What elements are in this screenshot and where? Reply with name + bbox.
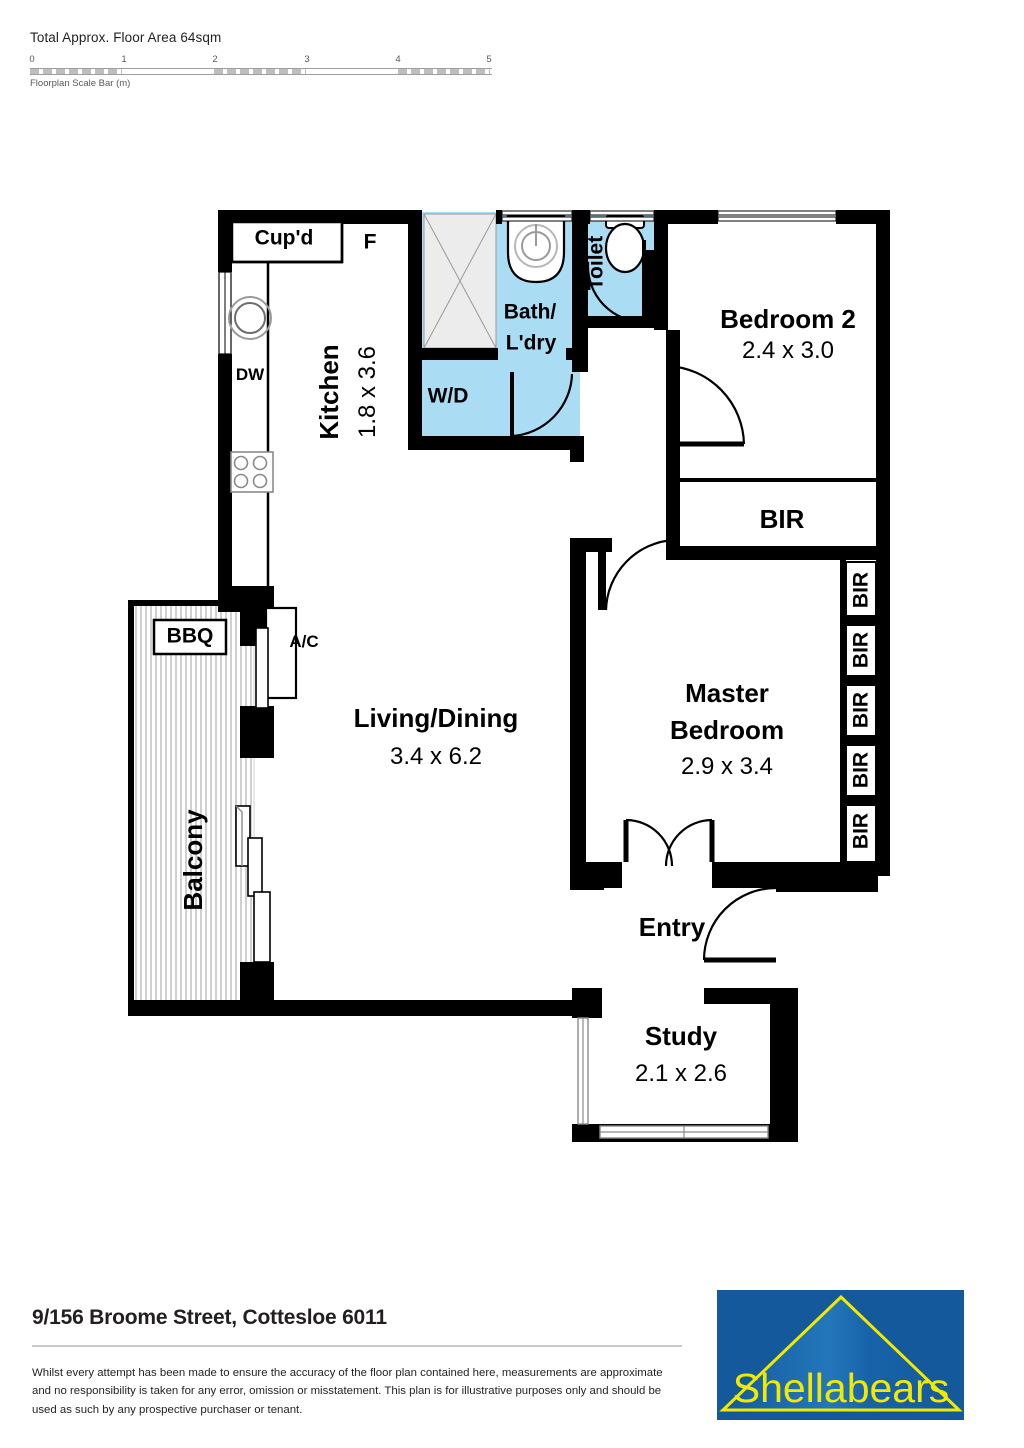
disclaimer-text: Whilst every attempt has been made to en… [32, 1367, 663, 1416]
bir-strip-outlines [845, 561, 877, 863]
door-swings [510, 240, 777, 963]
toilet-fixture [604, 215, 646, 274]
footer: 9/156 Broome Street, Cottesloe 6011 Whil… [0, 1288, 1024, 1448]
kitchen-fittings [228, 296, 274, 493]
toilet-window [589, 210, 655, 222]
floorplan: Cup'd F Kitchen 1.8 x 3.6 DW Bath/ L'dry… [128, 210, 890, 1142]
bath-window [501, 210, 573, 222]
fixtures [230, 220, 344, 600]
logo-brand-text: Shellabears [733, 1365, 950, 1411]
scale-tick-row: 0 1 2 3 4 5 [29, 54, 492, 66]
bbq-box [152, 618, 228, 656]
scale-segment-4-5 [398, 69, 490, 74]
header: Total Approx. Floor Area 64sqm 0 1 2 3 4… [29, 30, 550, 89]
ac-unit [255, 606, 298, 709]
basin-fixture [506, 214, 566, 284]
scale-tick-3: 3 [304, 54, 310, 65]
divider [32, 1345, 682, 1347]
shellabears-logo: Shellabears [717, 1290, 964, 1420]
scale-bar-track [30, 68, 492, 75]
scale-tick-4: 4 [395, 54, 401, 65]
balcony-sliding-doors [235, 805, 271, 963]
property-address: 9/156 Broome Street, Cottesloe 6011 [32, 1306, 387, 1329]
scale-bar-caption: Floorplan Scale Bar (m) [30, 78, 131, 89]
floorplan-drawing [128, 210, 890, 1142]
study-windows [577, 1017, 769, 1139]
scale-segment-0-1 [30, 69, 122, 74]
scale-tick-2: 2 [212, 54, 218, 65]
scale-tick-1: 1 [121, 54, 127, 65]
scale-segment-2-3 [214, 69, 306, 74]
scale-tick-5: 5 [486, 54, 492, 65]
logo-artwork: Shellabears [717, 1290, 964, 1420]
balcony-floor [131, 603, 255, 1015]
scale-bar: 0 1 2 3 4 5 Floorplan Scale Bar (m) [29, 54, 492, 89]
floor-area-title: Total Approx. Floor Area 64sqm [30, 30, 222, 45]
scale-tick-0: 0 [29, 54, 35, 65]
